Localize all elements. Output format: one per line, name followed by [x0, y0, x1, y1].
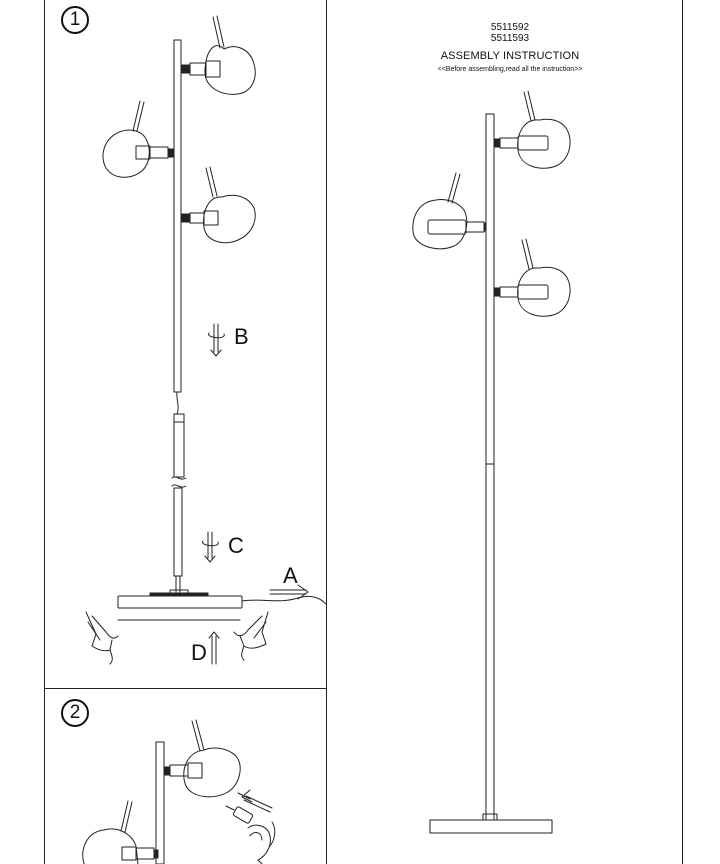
insertion-arrows	[238, 790, 272, 812]
assembled-shade-left	[413, 173, 486, 249]
step-2-pole	[156, 742, 164, 864]
step-1-panel: 1	[45, 0, 326, 688]
left-border	[44, 0, 45, 864]
document-header: 5511592 5511593 ASSEMBLY INSTRUCTION <<B…	[360, 22, 660, 75]
callout-c-label: C	[228, 533, 244, 558]
product-code-2: 5511593	[490, 33, 530, 44]
assembled-shade-top	[494, 91, 570, 168]
assembled-shade-lower	[494, 239, 570, 316]
step-2-drawing	[83, 720, 275, 864]
assembled-lamp-drawing	[413, 91, 570, 833]
arrow-a	[270, 585, 308, 599]
step-2-shade-lower	[83, 801, 158, 864]
right-border	[682, 0, 683, 864]
document-note: <<Before assembling,read all the instruc…	[437, 66, 583, 73]
rotation-arrow-c	[203, 532, 219, 562]
panel-divider	[326, 0, 327, 864]
step-2-hand	[248, 822, 275, 864]
step-divider	[44, 688, 326, 689]
right-hand	[234, 612, 268, 660]
shade-left	[103, 101, 174, 177]
assembled-pole	[486, 114, 494, 820]
step-1-lamp-drawing	[86, 16, 326, 664]
callout-d-label: D	[191, 640, 207, 665]
base-plate	[118, 590, 326, 620]
step-2-panel: 2	[45, 689, 326, 864]
callout-a-label: A	[283, 563, 298, 588]
document-title: ASSEMBLY INSTRUCTION	[440, 50, 580, 62]
assembled-base	[430, 820, 552, 833]
rotation-arrow-b	[209, 324, 225, 356]
left-hand	[86, 612, 118, 664]
product-code-1: 5511592	[490, 22, 530, 33]
arrow-d	[209, 632, 219, 664]
callout-b-label: B	[234, 324, 249, 349]
middle-pole	[174, 414, 184, 477]
upper-pole	[174, 40, 181, 392]
step-1-badge: 1	[61, 6, 89, 34]
shade-mid-right	[181, 167, 255, 243]
shade-top-right	[181, 16, 255, 94]
bulb-being-inserted	[226, 806, 253, 824]
lower-pole	[174, 488, 182, 576]
step-2-badge: 2	[61, 699, 89, 727]
step-2-shade-upper	[164, 720, 240, 797]
